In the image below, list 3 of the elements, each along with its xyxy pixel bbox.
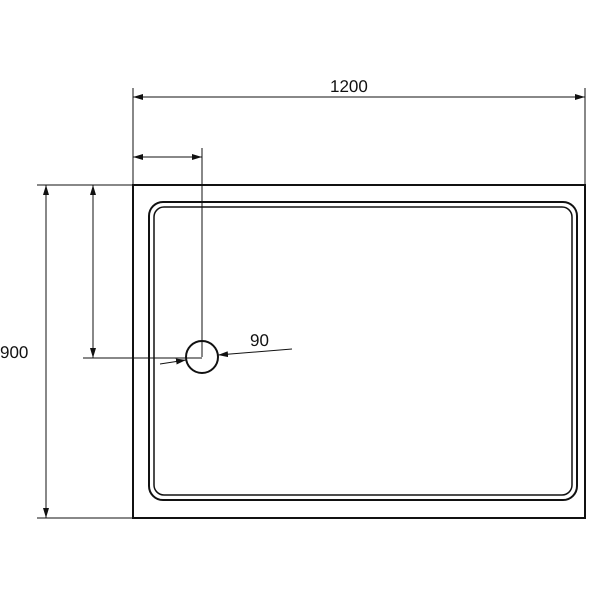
dimension-label: 1200	[330, 78, 368, 95]
dimension-label: 90	[250, 332, 269, 349]
dimension-label: 900	[0, 344, 28, 361]
